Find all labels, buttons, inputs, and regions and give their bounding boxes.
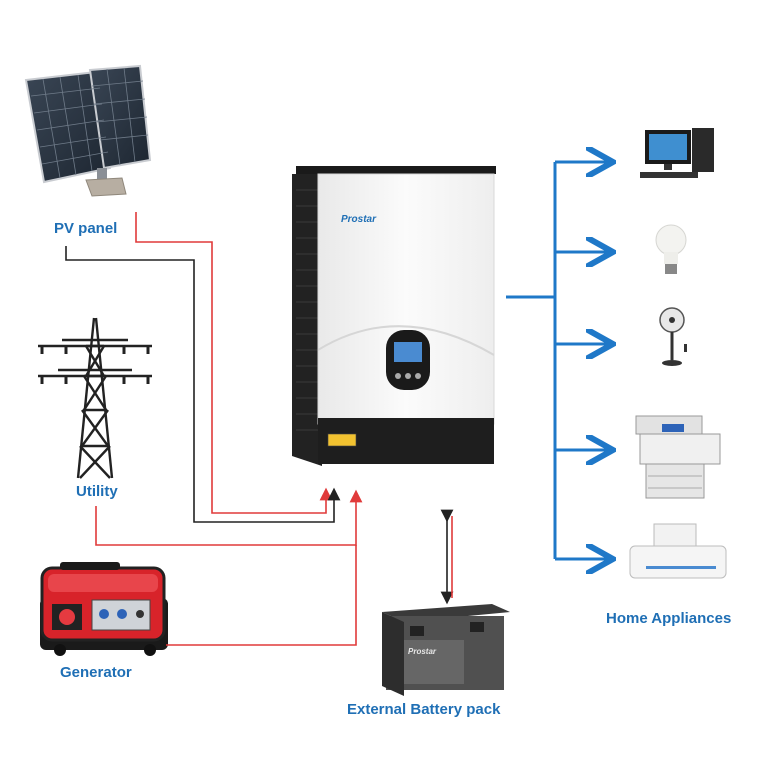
battery-icon: Prostar (382, 604, 510, 696)
inverter-unit: Prostar (292, 166, 496, 466)
battery-label: External Battery pack (347, 701, 501, 718)
output-distribution (506, 162, 610, 559)
power-tower-icon (38, 317, 152, 479)
generator-icon (40, 562, 168, 656)
air-conditioner-icon (629, 523, 727, 579)
pv-panel-label: PV panel (54, 220, 118, 237)
utility-label: Utility (76, 483, 118, 500)
generator-label: Generator (60, 664, 132, 681)
printer-icon (635, 415, 721, 499)
wiring (65, 212, 454, 646)
fan-icon (659, 307, 687, 366)
inverter-brand-logo: Prostar (341, 214, 377, 225)
desktop-computer-icon (640, 128, 714, 178)
solar-panel-icon (24, 64, 152, 197)
battery-brand-logo: Prostar (408, 647, 437, 656)
light-bulb-icon (655, 224, 687, 274)
home-appliances-label: Home Appliances (606, 610, 732, 627)
